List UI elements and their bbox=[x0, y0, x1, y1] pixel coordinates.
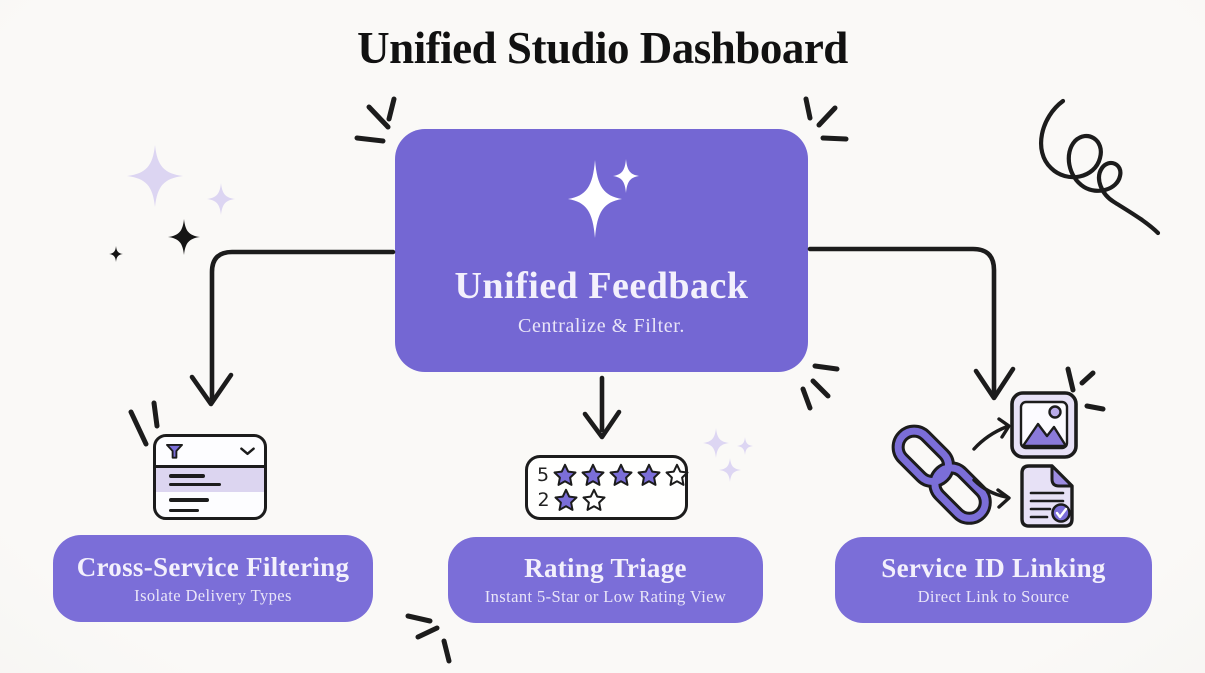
star-filled-icon bbox=[637, 463, 661, 486]
center-node-subtitle: Centralize & Filter. bbox=[518, 315, 685, 337]
filter-highlighted-row bbox=[156, 468, 264, 492]
node-subtitle: Instant 5-Star or Low Rating View bbox=[484, 587, 727, 606]
filter-panel-header bbox=[156, 437, 264, 468]
arrow-to-filtering-head bbox=[189, 372, 234, 407]
node-subtitle: Isolate Delivery Types bbox=[134, 585, 292, 605]
link-chain-icon bbox=[891, 424, 992, 525]
node-title: Cross-Service Filtering bbox=[76, 551, 350, 582]
page-title: Unified Studio Dashboard bbox=[357, 23, 848, 73]
arrow-to-linking bbox=[807, 246, 997, 395]
image-thumbnail-icon bbox=[1010, 391, 1078, 459]
sparkle-lavender-small bbox=[207, 183, 235, 215]
filter-panel-icon bbox=[153, 434, 267, 520]
rating-score: 5 bbox=[537, 464, 550, 486]
star-empty-icon bbox=[582, 488, 606, 511]
sparkle-lavender-large bbox=[127, 145, 183, 207]
text-line bbox=[169, 508, 199, 512]
star-filled-icon bbox=[609, 463, 633, 486]
node-subtitle: Direct Link to Source bbox=[917, 587, 1070, 606]
arrow-to-linking-head bbox=[973, 366, 1016, 401]
node-cross-service-filtering: Cross-Service Filtering Isolate Delivery… bbox=[53, 535, 373, 622]
node-title: Rating Triage bbox=[524, 553, 687, 583]
sparkle-black-small bbox=[109, 246, 123, 262]
sparkle-lavender bbox=[703, 428, 729, 458]
node-service-id-linking: Service ID Linking Direct Link to Source bbox=[835, 537, 1152, 623]
node-title: Service ID Linking bbox=[881, 553, 1106, 583]
link-branch-arrows bbox=[972, 417, 1011, 509]
center-node-title: Unified Feedback bbox=[454, 265, 749, 307]
funnel-icon bbox=[165, 443, 183, 459]
rating-score: 2 bbox=[537, 489, 550, 511]
text-line bbox=[169, 482, 221, 486]
star-empty-icon bbox=[665, 463, 689, 486]
sparkle-lavender bbox=[719, 458, 741, 482]
arrow-to-filtering bbox=[209, 249, 396, 401]
node-rating-triage: Rating Triage Instant 5-Star or Low Rati… bbox=[448, 537, 763, 623]
rating-row: 2 bbox=[537, 488, 685, 513]
rating-row: 5 bbox=[537, 463, 689, 488]
filter-rows bbox=[156, 492, 264, 512]
star-filled-icon bbox=[554, 488, 578, 511]
arrow-to-rating-head bbox=[582, 409, 622, 440]
sparkle-black bbox=[168, 219, 200, 255]
star-filled-icon bbox=[553, 463, 577, 486]
node-unified-feedback: Unified Feedback Centralize & Filter. bbox=[395, 129, 808, 372]
text-line bbox=[169, 474, 205, 478]
loop-squiggle-icon bbox=[1039, 98, 1161, 236]
sparkle-lavender bbox=[737, 437, 753, 455]
document-check-icon bbox=[1020, 464, 1074, 528]
text-line bbox=[169, 498, 209, 502]
star-filled-icon bbox=[581, 463, 605, 486]
chevron-down-icon bbox=[240, 446, 255, 455]
